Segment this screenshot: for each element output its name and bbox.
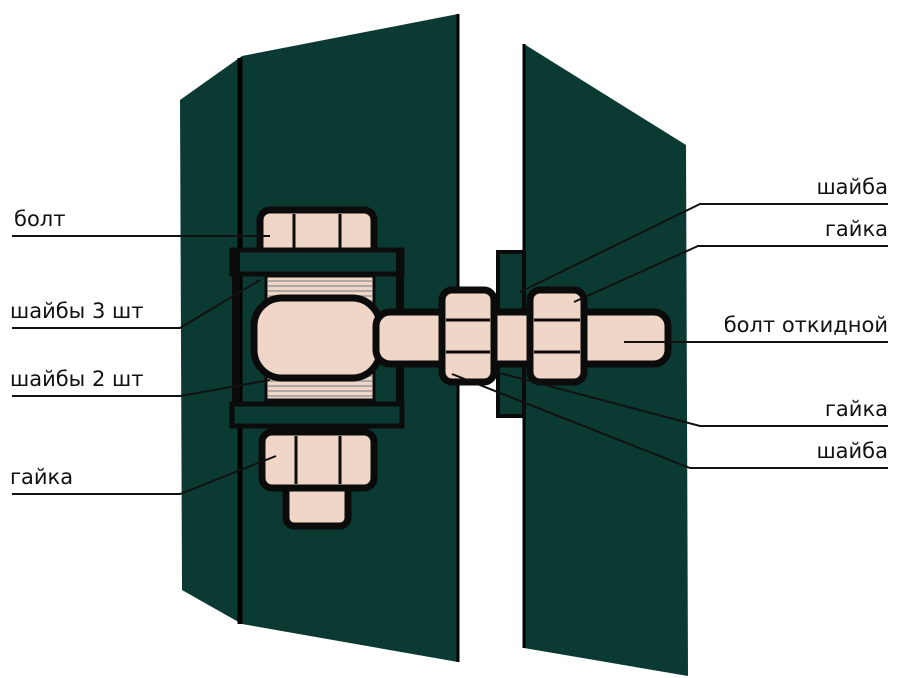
label-swing-bolt: болт откидной bbox=[724, 313, 888, 337]
label-nut-right-bottom: гайка bbox=[825, 397, 888, 421]
nut-right-outer bbox=[526, 286, 588, 386]
leader-nut-left bbox=[12, 455, 277, 495]
label-washers-3: шайбы 3 шт bbox=[10, 299, 143, 323]
leader-washers-2 bbox=[12, 379, 271, 397]
nut-right-inner bbox=[438, 286, 498, 386]
swing-bolt-eye bbox=[250, 294, 384, 382]
bracket-plate-bottom bbox=[229, 401, 405, 429]
swing-bolt-shaft bbox=[372, 308, 672, 368]
leader-washers-3 bbox=[12, 279, 261, 329]
bracket-plate-top bbox=[229, 247, 405, 277]
label-nut-left: гайка bbox=[10, 465, 73, 489]
label-nut-right-top: гайка bbox=[825, 217, 888, 241]
leader-nut-right-bottom bbox=[495, 371, 888, 427]
label-washer-right-bottom: шайба bbox=[816, 439, 888, 463]
label-bolt: болт bbox=[14, 207, 65, 231]
leader-washer-right-bottom bbox=[451, 373, 888, 469]
label-washer-right-top: шайба bbox=[816, 175, 888, 199]
nut-left bbox=[258, 428, 378, 530]
label-washers-2: шайбы 2 шт bbox=[10, 367, 143, 391]
leader-washer-right-top bbox=[519, 203, 888, 293]
leader-nut-right-top bbox=[573, 245, 888, 303]
bracket-side-left bbox=[232, 250, 240, 426]
